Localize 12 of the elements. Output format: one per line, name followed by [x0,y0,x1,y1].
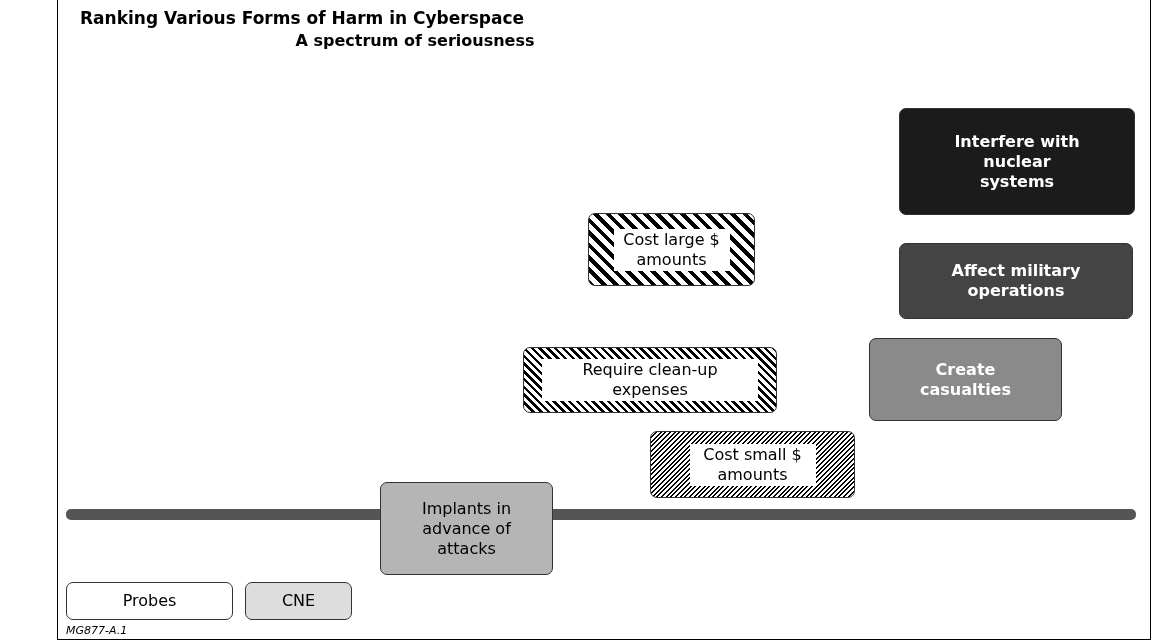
subtitle: A spectrum of seriousness [294,31,536,50]
harm-box: Probes [66,582,233,620]
harm-box: Affect military operations [899,243,1133,319]
harm-box: Require clean-up expenses [523,347,777,413]
harm-box: Cost small $ amounts [650,431,855,498]
harm-box: Interfere with nuclear systems [899,108,1135,215]
source-note: MG877-A.1 [66,624,128,637]
title: Ranking Various Forms of Harm in Cyberspace [80,8,525,28]
harm-box: Cost large $ amounts [588,213,755,286]
harm-box: Implants in advance of attacks [380,482,553,575]
harm-box: CNE [245,582,352,620]
harm-box: Create casualties [869,338,1062,421]
